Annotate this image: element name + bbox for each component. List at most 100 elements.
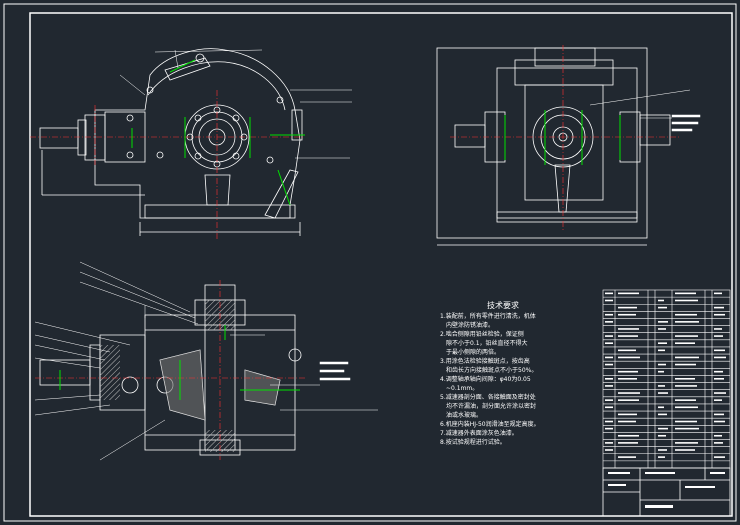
parts-cell-mark	[658, 349, 665, 352]
tech-line: 6.机座内装HJ-50润滑油至规定高度。	[440, 420, 540, 428]
parts-cell-mark	[605, 378, 613, 380]
tech-line: 5.减速器剖分面、各接触面及密封处	[440, 393, 536, 401]
parts-cell-mark	[605, 406, 613, 409]
tech-line: 1.装配前，所有零件进行清洗，机体	[440, 312, 536, 320]
parts-cell-mark	[618, 420, 636, 423]
tech-line: 均不许漏油，剖分面允许涂以密封	[446, 402, 536, 410]
parts-cell-mark	[675, 363, 696, 366]
parts-cell-mark	[714, 434, 722, 437]
parts-cell-mark	[714, 370, 723, 373]
parts-cell-mark	[714, 420, 725, 423]
parts-cell-mark	[675, 299, 698, 302]
parts-cell-mark	[618, 370, 638, 373]
top-section-leaders	[34, 261, 378, 461]
parts-cell-mark	[618, 335, 638, 337]
tech-line: 3.用涂色法检验接触斑点，按齿高	[440, 357, 530, 365]
parts-cell-mark	[658, 321, 668, 323]
side-view-centerlines	[450, 45, 680, 230]
parts-cell-mark	[675, 385, 697, 387]
parts-cell-mark	[675, 342, 695, 344]
parts-cell-mark	[658, 392, 668, 394]
parts-cell-mark	[658, 406, 664, 409]
parts-cell-mark	[605, 342, 613, 344]
parts-cell-mark	[618, 442, 638, 444]
parts-cell-mark	[714, 313, 725, 316]
parts-cell-mark	[618, 292, 639, 295]
parts-cell-mark	[714, 349, 725, 352]
parts-cell-mark	[658, 299, 664, 302]
tech-line: 内壁涂防锈油漆。	[446, 321, 494, 329]
front-view	[39, 48, 303, 236]
parts-cell-mark	[605, 385, 613, 387]
tech-line: 油或水玻璃。	[446, 411, 482, 419]
parts-cell-mark	[658, 328, 666, 330]
side-view-green	[504, 110, 621, 165]
title-block	[602, 467, 731, 517]
sheet-outer-frame	[3, 3, 737, 522]
parts-cell-mark	[714, 328, 722, 330]
front-view-bolts	[126, 86, 284, 168]
parts-cell-mark	[675, 356, 699, 359]
parts-cell-mark	[675, 335, 698, 337]
tech-line: 隙不小于0.1，铅丝直径不得大	[446, 339, 528, 347]
tech-line: 4.调整轴承轴向间隙：φ40为0.05	[440, 375, 531, 383]
parts-cell-mark	[714, 335, 723, 337]
tech-line: 和齿长方向接触斑点不小于50%。	[446, 366, 537, 374]
tech-requirements-title: 技术要求	[487, 300, 519, 310]
side-view-leaders	[589, 89, 701, 132]
parts-cell-mark	[658, 342, 667, 344]
top-section-green	[59, 325, 300, 400]
parts-cell-mark	[618, 356, 640, 359]
parts-cell-mark	[618, 349, 636, 352]
parts-cell-mark	[658, 449, 667, 451]
parts-cell-mark	[605, 363, 613, 366]
parts-cell-mark	[618, 434, 639, 437]
tech-line: 7.减速器外表面涂灰色油漆。	[440, 429, 518, 437]
parts-cell-mark	[675, 399, 696, 401]
parts-cell-mark	[714, 292, 722, 295]
parts-cell-mark	[675, 427, 699, 430]
sheet-inner-frame	[29, 12, 733, 517]
parts-list-table	[602, 289, 731, 469]
parts-cell-mark	[605, 299, 613, 302]
top-section-hatch	[100, 300, 280, 452]
parts-cell-mark	[605, 442, 613, 444]
parts-cell-mark	[714, 456, 725, 458]
tech-requirements: 技术要求 1.装配前，所有零件进行清洗，机体 内壁涂防锈油漆。 2.啮合侧隙用铅…	[440, 300, 540, 446]
parts-cell-mark	[605, 356, 613, 359]
parts-cell-mark	[675, 313, 697, 316]
top-section-centerlines	[35, 280, 305, 460]
parts-cell-mark	[618, 378, 637, 380]
parts-cell-mark	[675, 378, 695, 380]
parts-cell-mark	[605, 427, 613, 430]
parts-cell-mark	[675, 420, 697, 423]
parts-cell-mark	[658, 434, 666, 437]
parts-cell-mark	[605, 292, 613, 295]
tech-line: 8.按试验规程进行试验。	[440, 438, 506, 446]
parts-cell-mark	[605, 321, 613, 323]
tech-line: ~0.1mm。	[446, 385, 478, 392]
parts-cell-mark	[714, 356, 726, 359]
parts-cell-mark	[605, 399, 613, 401]
parts-cell-mark	[618, 313, 636, 316]
parts-cell-mark	[618, 456, 636, 458]
parts-cell-mark	[658, 370, 664, 373]
parts-cell-mark	[605, 313, 613, 316]
parts-cell-mark	[714, 399, 722, 401]
parts-cell-mark	[618, 392, 640, 394]
parts-cell-mark	[658, 306, 667, 309]
title-block-text-marks	[608, 472, 725, 508]
parts-cell-mark	[675, 292, 696, 295]
front-view-centerlines	[30, 90, 305, 240]
tech-line: 2.啮合侧隙用铅丝检验，保证侧	[440, 330, 524, 338]
parts-cell-mark	[675, 442, 698, 444]
parts-cell-mark	[675, 449, 695, 451]
parts-cell-mark	[714, 306, 724, 309]
parts-cell-mark	[618, 306, 637, 309]
parts-cell-mark	[658, 456, 665, 458]
parts-cell-mark	[714, 392, 726, 394]
parts-cell-mark	[714, 442, 723, 444]
parts-cell-mark	[714, 413, 724, 416]
parts-cell-mark	[618, 328, 639, 330]
